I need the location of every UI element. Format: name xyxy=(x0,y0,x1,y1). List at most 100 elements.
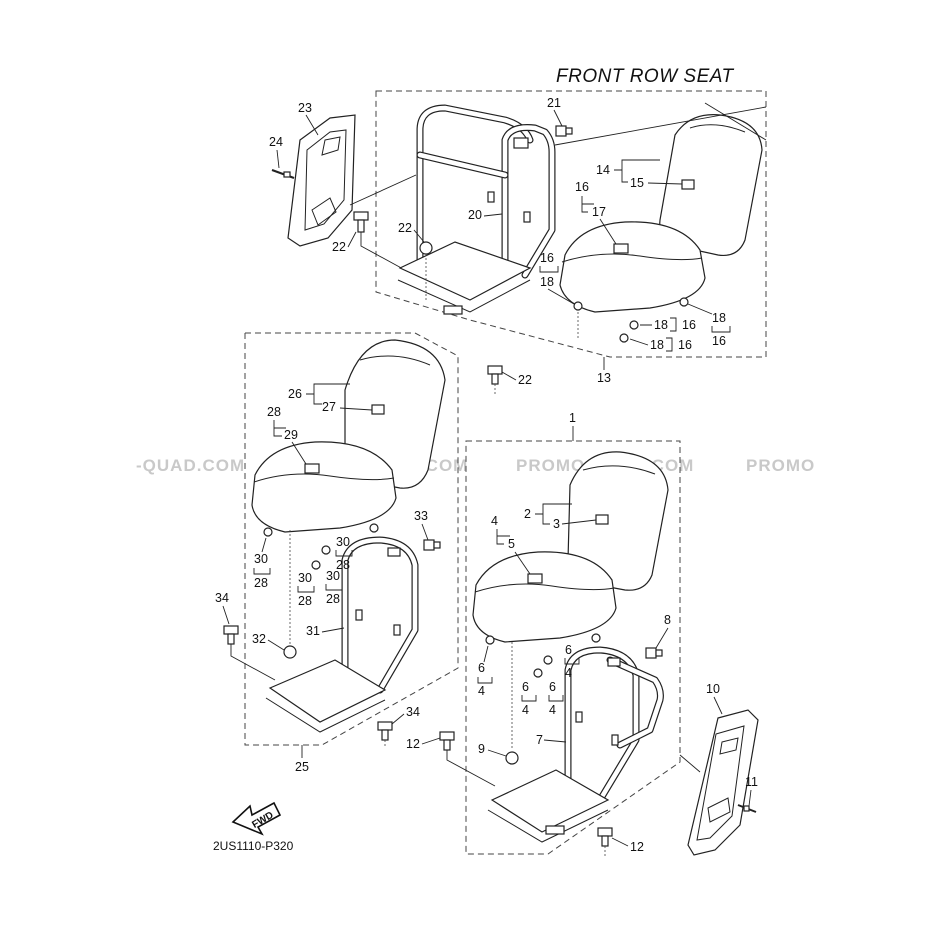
callout-29: 29 xyxy=(284,428,298,442)
callout-5: 5 xyxy=(508,537,515,551)
grommet-6-d xyxy=(591,633,601,643)
bolt-22-lower xyxy=(487,365,503,395)
callout-30-d: 30 xyxy=(326,569,340,583)
grommet-30-c xyxy=(311,560,321,570)
grommet-18-d xyxy=(619,333,629,343)
bolt-34-lower xyxy=(377,721,393,748)
callout-18-b: 18 xyxy=(712,311,726,325)
nut-9 xyxy=(505,751,519,765)
callout-6-c: 6 xyxy=(522,680,529,694)
bolt-33 xyxy=(423,539,441,551)
callout-12-a: 12 xyxy=(406,737,420,751)
callout-34-a: 34 xyxy=(215,591,229,605)
grommet-18-a xyxy=(573,301,583,311)
group-box-25 xyxy=(244,332,459,746)
callout-30-b: 30 xyxy=(336,535,350,549)
callout-16-d: 16 xyxy=(682,318,696,332)
diagram-title: FRONT ROW SEAT xyxy=(556,66,735,87)
callout-16-a: 16 xyxy=(575,180,589,194)
callout-6-d: 6 xyxy=(549,680,556,694)
bolt-34-upper xyxy=(223,625,276,681)
grommet-30-a xyxy=(263,527,273,537)
callout-1: 1 xyxy=(569,411,576,425)
callout-28-b: 28 xyxy=(254,576,268,590)
callout-32: 32 xyxy=(252,632,266,646)
callout-26: 26 xyxy=(288,387,302,401)
label-5-plate xyxy=(527,573,543,584)
callout-18-d: 18 xyxy=(650,338,664,352)
grommet-30-b xyxy=(321,545,331,555)
callout-9: 9 xyxy=(478,742,485,756)
callout-4-c: 4 xyxy=(565,666,572,680)
callout-4-e: 4 xyxy=(549,703,556,717)
callout-10: 10 xyxy=(706,682,720,696)
callout-21: 22 xyxy=(398,221,412,235)
callout-2: 2 xyxy=(524,507,531,521)
callout-31: 31 xyxy=(306,624,320,638)
watermark-4: PROMO xyxy=(746,456,815,475)
callout-15: 15 xyxy=(630,176,644,190)
callout-12-b: 12 xyxy=(630,840,644,854)
callout-6-a: 6 xyxy=(478,661,485,675)
label-17-plate xyxy=(613,243,629,254)
grommet-30-d xyxy=(369,523,379,533)
watermark-1: -QUAD.COM xyxy=(136,456,245,475)
diagram-code: 2US1110-P320 xyxy=(213,839,294,853)
pin-24 xyxy=(271,169,295,179)
callout-30-c: 30 xyxy=(298,571,312,585)
seat-frame-7 xyxy=(487,646,664,843)
fwd-arrow-icon: FWD xyxy=(231,801,282,836)
callout-33: 33 xyxy=(414,509,428,523)
grommet-18-b xyxy=(679,297,689,307)
seat-cushion-16 xyxy=(559,221,706,340)
callout-7: 7 xyxy=(536,733,543,747)
callout-17: 17 xyxy=(592,205,606,219)
callout-22-b: 22 xyxy=(518,373,532,387)
callout-22-a: 22 xyxy=(332,240,346,254)
label-29-plate xyxy=(304,463,320,474)
bolt-22-upper xyxy=(353,211,406,271)
callout-34-b: 34 xyxy=(406,705,420,719)
grommet-6-c xyxy=(533,668,543,678)
callout-19: 20 xyxy=(468,208,482,222)
bolt-8 xyxy=(645,647,663,659)
callout-28-d: 28 xyxy=(298,594,312,608)
callout-30-a: 30 xyxy=(254,552,268,566)
seat-cushion-28 xyxy=(251,441,397,650)
nut-21 xyxy=(419,241,433,300)
callout-11: 11 xyxy=(745,775,758,789)
seat-frame-19 xyxy=(397,104,556,315)
callout-4-a: 4 xyxy=(491,514,498,528)
bolt-20 xyxy=(555,125,573,137)
callout-16-c: 16 xyxy=(712,334,726,348)
callout-14: 14 xyxy=(596,163,610,177)
callout-4-d: 4 xyxy=(522,703,529,717)
bolt-12-lower xyxy=(597,827,613,856)
callout-8: 8 xyxy=(664,613,671,627)
callout-4-b: 4 xyxy=(478,684,485,698)
label-3-plate xyxy=(595,514,609,525)
callout-24: 24 xyxy=(269,135,283,149)
label-27-plate xyxy=(371,404,385,415)
callout-20: 21 xyxy=(547,96,561,110)
callout-16-b: 16 xyxy=(540,251,554,265)
grommet-18-c xyxy=(629,320,639,330)
callout-23: 23 xyxy=(298,101,312,115)
callout-28-c: 28 xyxy=(336,558,350,572)
callout-28-a: 28 xyxy=(267,405,281,419)
seat-frame-31 xyxy=(265,536,419,733)
grommet-6-a xyxy=(485,635,495,645)
callout-3: 3 xyxy=(553,517,560,531)
callout-28-e: 28 xyxy=(326,592,340,606)
callout-27: 27 xyxy=(322,400,336,414)
callout-18-a: 18 xyxy=(540,275,554,289)
nut-32 xyxy=(283,645,297,659)
callout-16-e: 16 xyxy=(678,338,692,352)
callout-25: 25 xyxy=(295,760,309,774)
callout-13: 13 xyxy=(597,371,611,385)
callout-18-c: 18 xyxy=(654,318,668,332)
bolt-12-upper xyxy=(439,731,496,787)
label-15-plate xyxy=(681,179,695,190)
group-box-1 xyxy=(465,440,681,855)
